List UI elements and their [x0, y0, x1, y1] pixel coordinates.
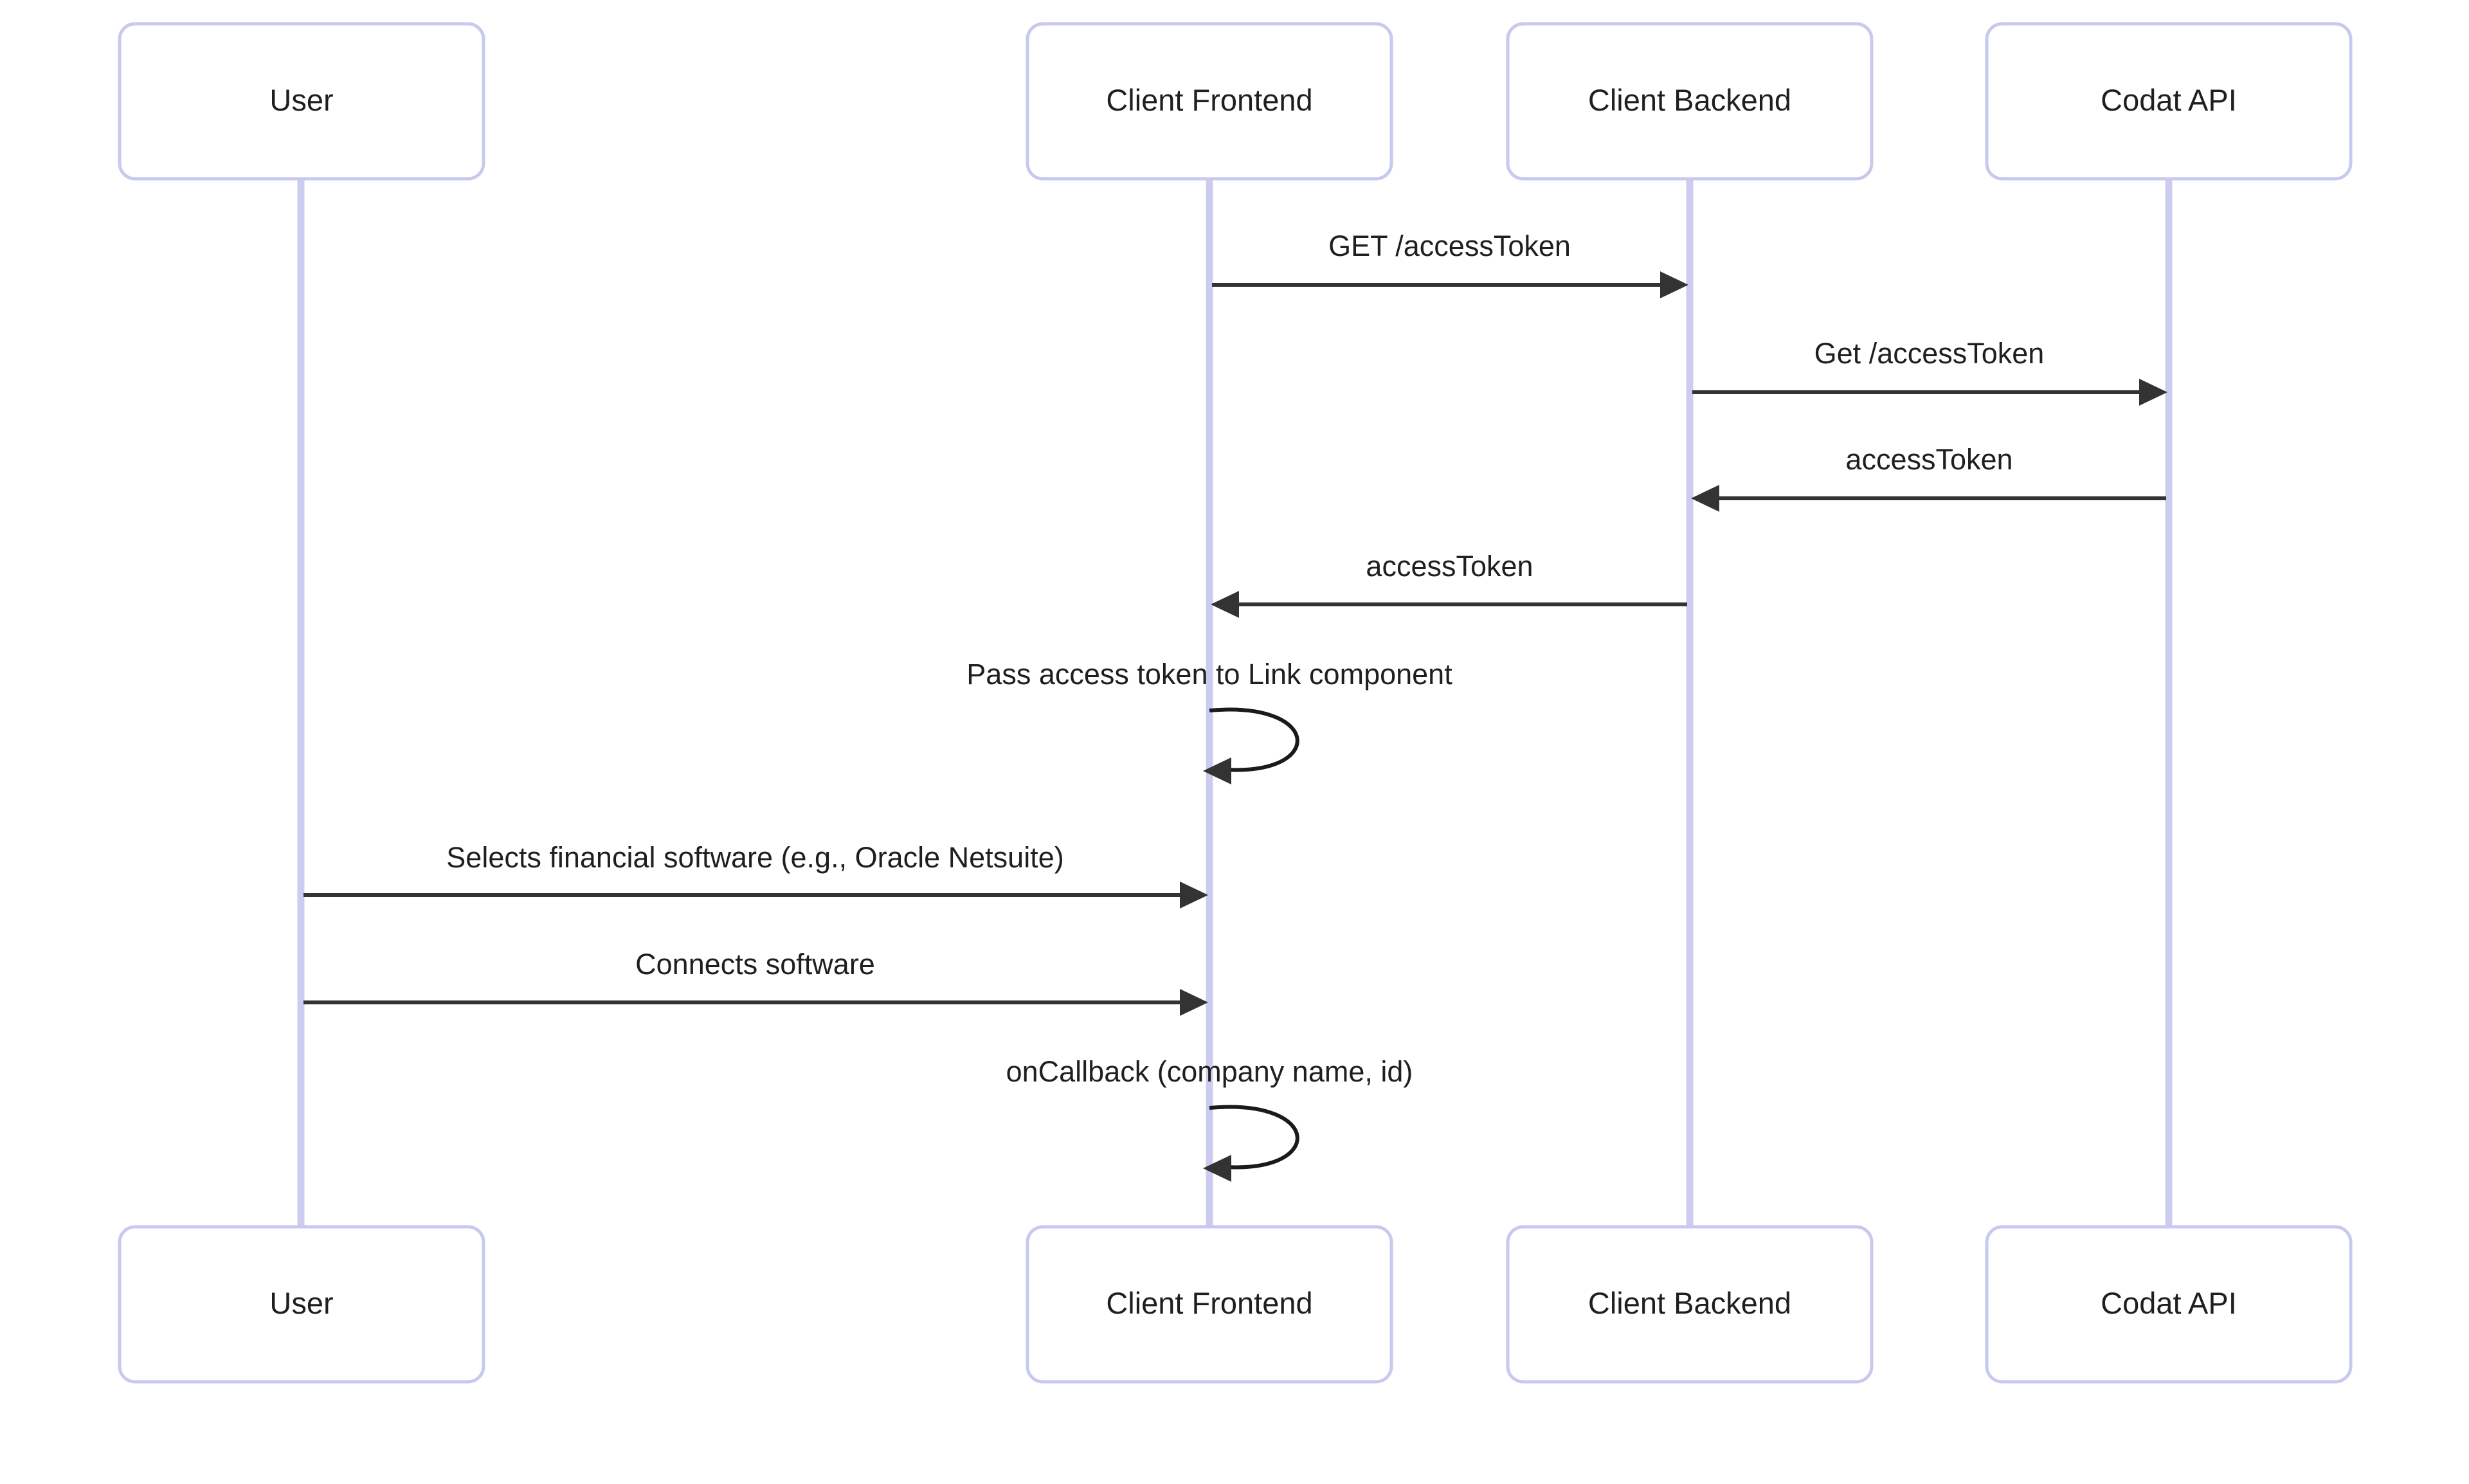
arrow-head — [1211, 591, 1239, 618]
arrow-head — [1691, 485, 1719, 512]
message-label: Selects financial software (e.g., Oracle… — [446, 841, 1063, 874]
actor-box-client-frontend[interactable] — [1026, 1225, 1393, 1384]
message-3: accessToken — [1691, 443, 2166, 512]
message-label: GET /accessToken — [1328, 230, 1571, 262]
actor-bottom-client-backend[interactable]: Client Backend — [1506, 1225, 1874, 1384]
message-8: onCallback (company name, id) — [1006, 1055, 1413, 1182]
actor-label-client-frontend: Client Frontend — [1106, 1286, 1312, 1320]
message-1: GET /accessToken — [1212, 230, 1688, 298]
actor-bottom-user[interactable]: User — [118, 1225, 485, 1384]
message-label: accessToken — [1845, 443, 2012, 476]
lifelines-layer — [297, 179, 2173, 1227]
actor-box-user[interactable] — [118, 1225, 485, 1384]
arrow-head — [2139, 379, 2167, 406]
message-4: accessToken — [1211, 550, 1687, 618]
actor-top-codat-api[interactable]: Codat API — [1985, 22, 2353, 181]
message-label: Connects software — [635, 948, 875, 981]
actor-label-user: User — [269, 1286, 333, 1320]
actor-box-codat-api[interactable] — [1985, 1225, 2353, 1384]
actor-box-client-frontend[interactable] — [1026, 22, 1393, 181]
actor-label-client-frontend: Client Frontend — [1106, 83, 1312, 117]
actor-label-codat-api: Codat API — [2101, 83, 2237, 117]
actor-box-user[interactable] — [118, 22, 485, 181]
actor-bottom-codat-api[interactable]: Codat API — [1985, 1225, 2353, 1384]
actor-label-user: User — [269, 83, 333, 117]
message-label: Get /accessToken — [1814, 337, 2045, 370]
arrow-head — [1660, 271, 1688, 298]
actor-bottom-client-frontend[interactable]: Client Frontend — [1026, 1225, 1393, 1384]
message-label: Pass access token to Link component — [966, 658, 1452, 691]
self-loop-path — [1209, 1105, 1299, 1170]
arrow-head — [1180, 882, 1208, 909]
actor-box-client-backend[interactable] — [1506, 22, 1874, 181]
actor-box-codat-api[interactable] — [1985, 22, 2353, 181]
actor-label-client-backend: Client Backend — [1588, 83, 1791, 117]
arrow-head — [1203, 1155, 1231, 1182]
message-label: onCallback (company name, id) — [1006, 1055, 1413, 1088]
message-label: accessToken — [1366, 550, 1533, 583]
message-6: Selects financial software (e.g., Oracle… — [303, 841, 1208, 909]
actor-top-client-backend[interactable]: Client Backend — [1506, 22, 1874, 181]
arrow-head — [1203, 757, 1231, 784]
arrow-head — [1180, 989, 1208, 1016]
actor-label-codat-api: Codat API — [2101, 1286, 2237, 1320]
message-7: Connects software — [303, 948, 1208, 1016]
message-5: Pass access token to Link component — [966, 658, 1452, 784]
message-2: Get /accessToken — [1692, 337, 2167, 406]
actor-top-client-frontend[interactable]: Client Frontend — [1026, 22, 1393, 181]
self-loop-path — [1209, 707, 1299, 772]
actor-box-client-backend[interactable] — [1506, 1225, 1874, 1384]
actor-top-user[interactable]: User — [118, 22, 485, 181]
actor-label-client-backend: Client Backend — [1588, 1286, 1791, 1320]
